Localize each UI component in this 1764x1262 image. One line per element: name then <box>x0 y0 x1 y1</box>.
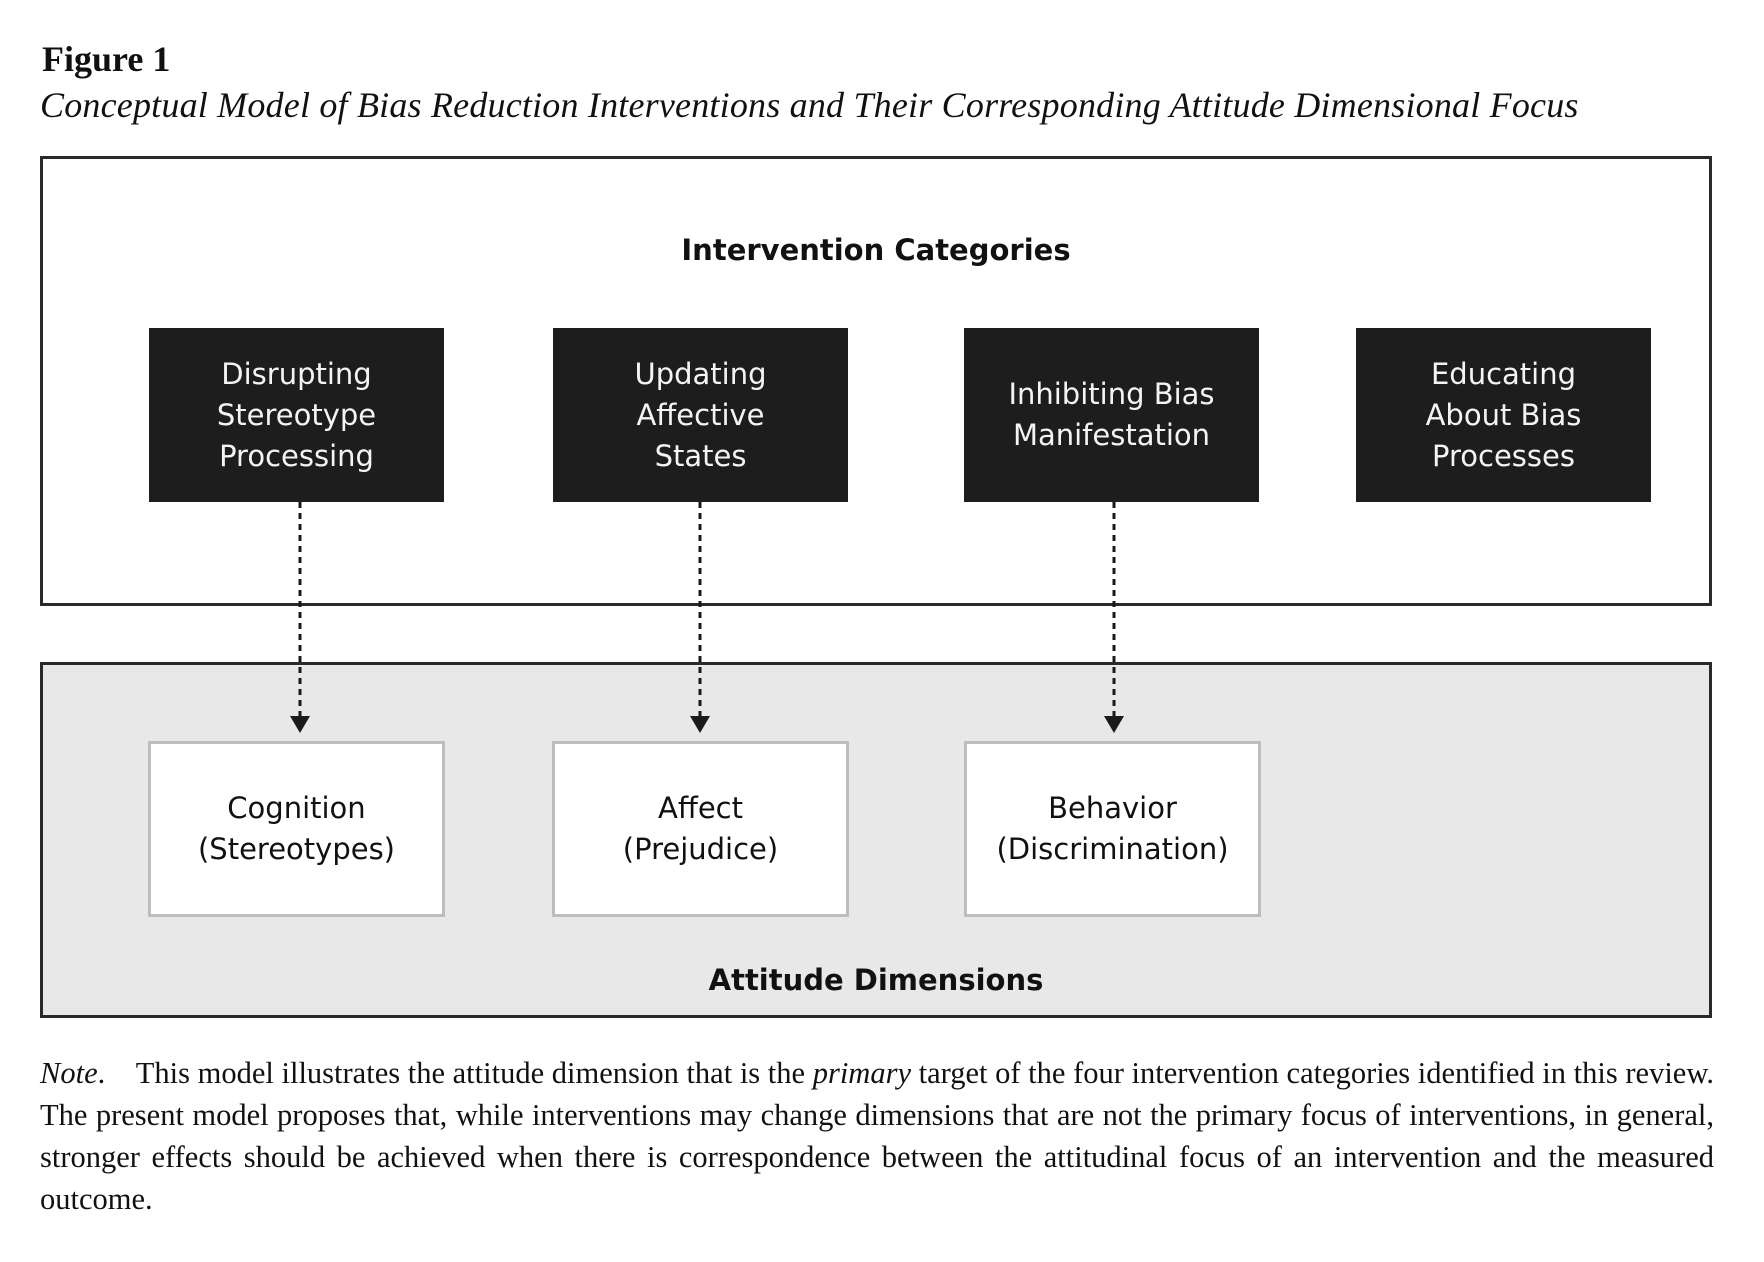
dimension-cognition: Cognition (Stereotypes) <box>148 741 445 917</box>
note-label: Note <box>40 1056 98 1090</box>
note-label-punct: . <box>97 1056 106 1090</box>
category-disrupting-stereotype-processing: Disrupting Stereotype Processing <box>149 328 444 502</box>
dimension-label: Behavior (Discrimination) <box>996 791 1229 866</box>
category-label: Disrupting Stereotype Processing <box>216 356 377 473</box>
dimension-affect: Affect (Prejudice) <box>552 741 849 917</box>
category-updating-affective-states: Updating Affective States <box>553 328 848 502</box>
category-label: Inhibiting Bias Manifestation <box>1008 377 1215 452</box>
dimension-behavior: Behavior (Discrimination) <box>964 741 1261 917</box>
category-inhibiting-bias-manifestation: Inhibiting Bias Manifestation <box>964 328 1259 502</box>
note-emphasis: primary <box>812 1056 911 1090</box>
intervention-categories-heading: Intervention Categories <box>681 233 1071 267</box>
dimension-label: Affect (Prejudice) <box>622 791 779 866</box>
dimension-label: Cognition (Stereotypes) <box>197 791 395 866</box>
note-text-before: This model illustrates the attitude dime… <box>135 1056 813 1090</box>
figure-title: Conceptual Model of Bias Reduction Inter… <box>40 85 1579 125</box>
category-label: Updating Affective States <box>634 356 767 473</box>
attitude-dimensions-heading: Attitude Dimensions <box>708 963 1044 997</box>
category-label: Educating About Bias Processes <box>1425 356 1582 473</box>
figure-note: Note. This model illustrates the attitud… <box>40 1052 1714 1220</box>
figure-label: Figure 1 <box>42 39 171 79</box>
note-text-after: target of the four intervention categori… <box>40 1056 1714 1216</box>
category-educating-about-bias-processes: Educating About Bias Processes <box>1356 328 1651 502</box>
